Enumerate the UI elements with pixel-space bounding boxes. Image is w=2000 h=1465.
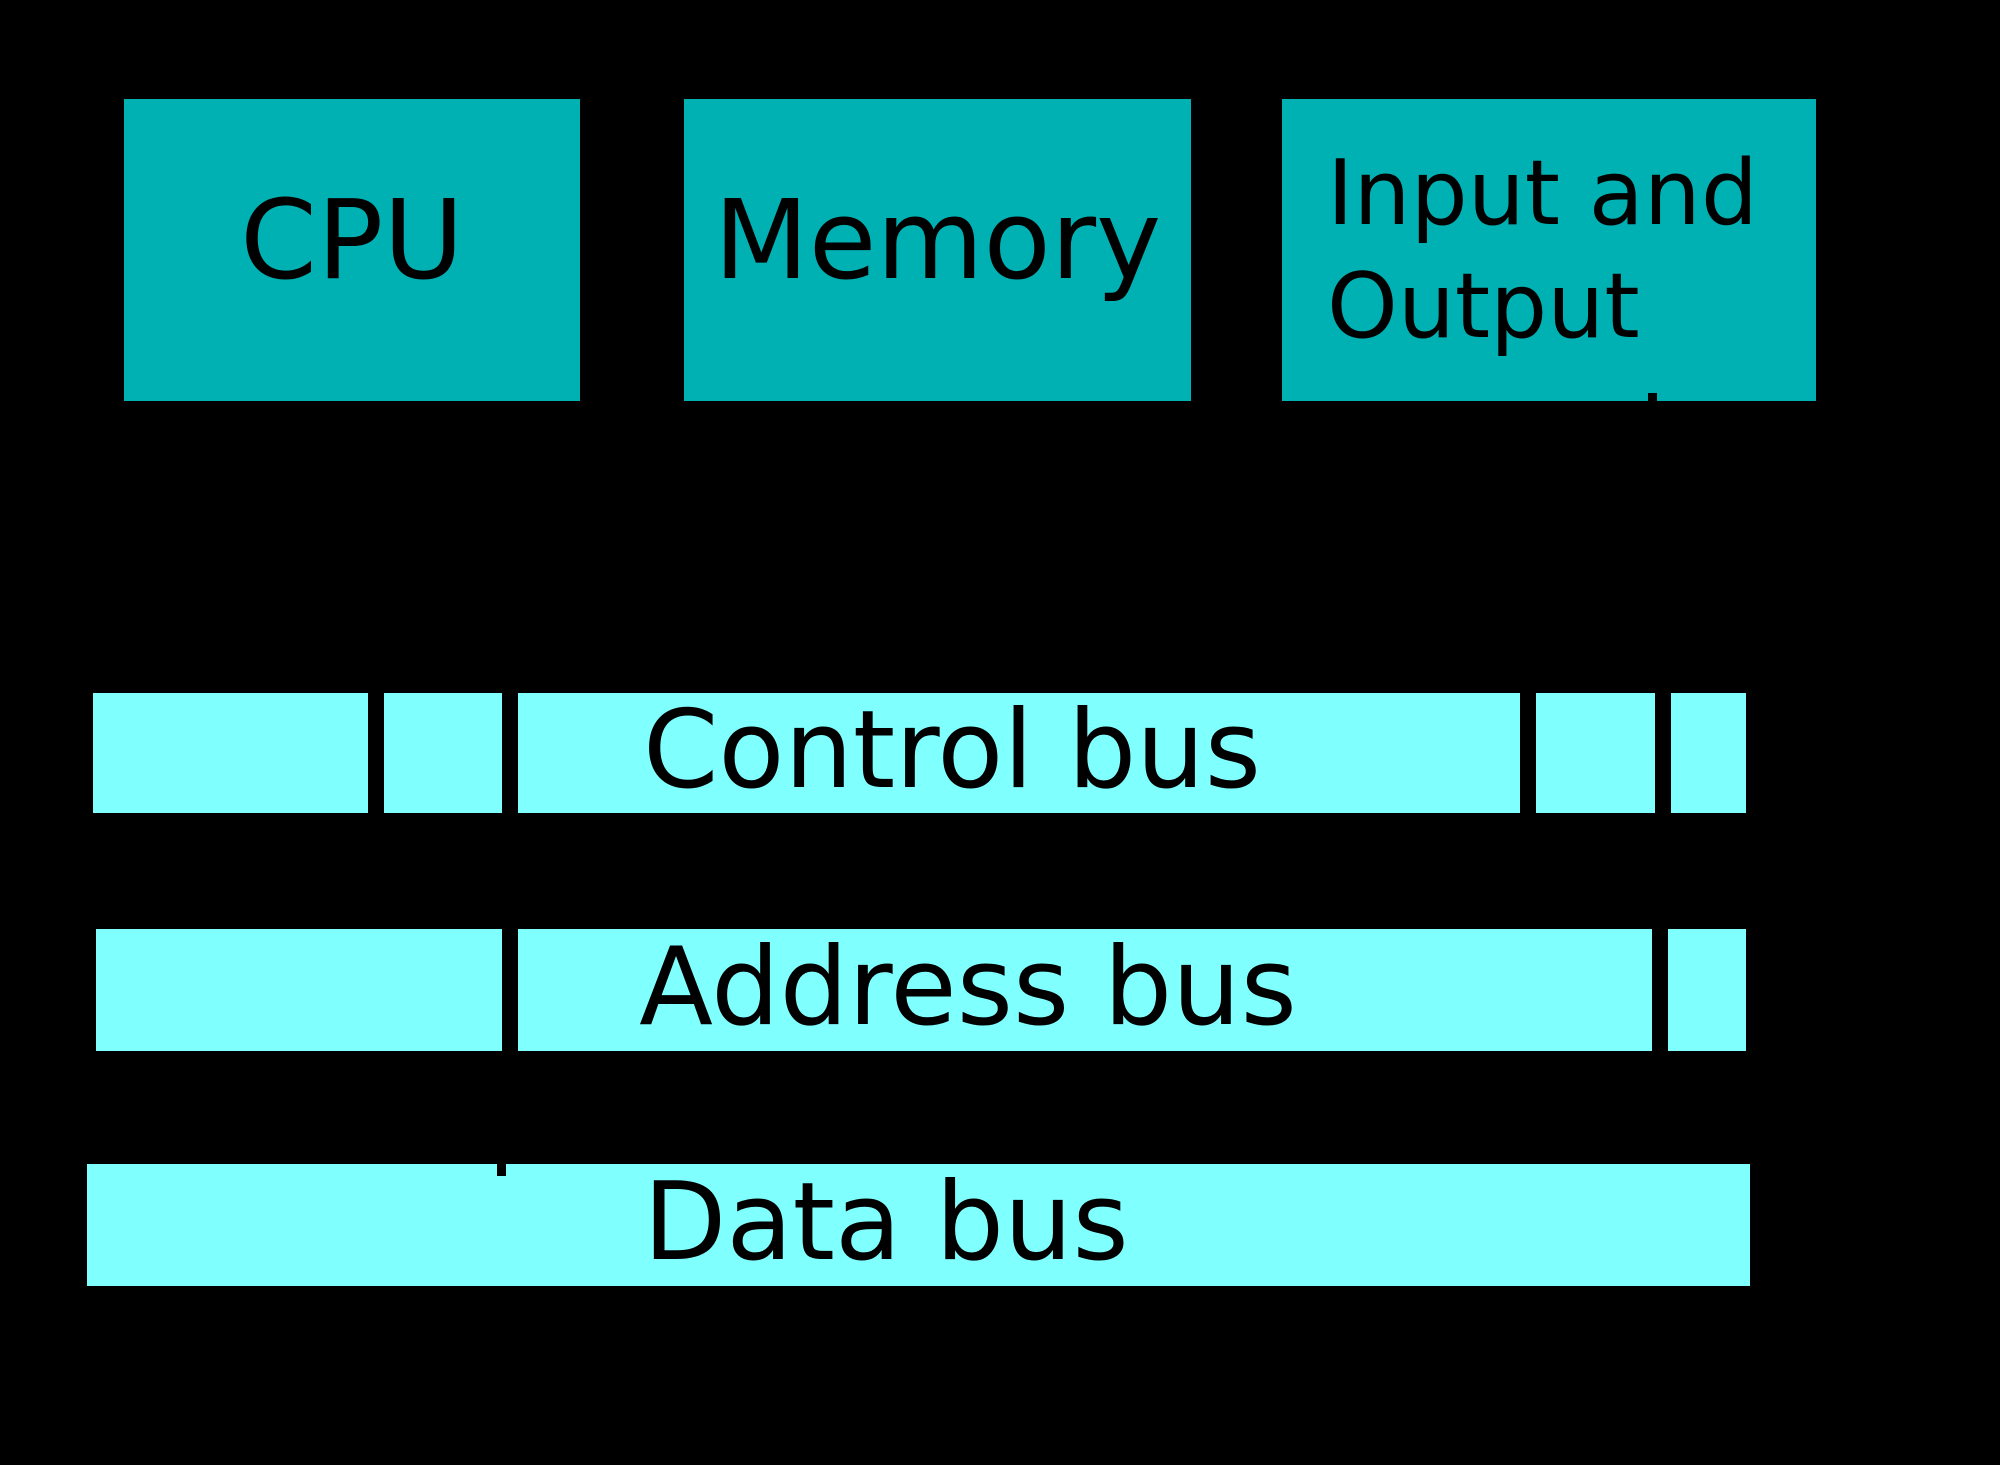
control-bus-segment [518, 693, 1520, 813]
control-bus-segment [1671, 693, 1746, 813]
address-bus-segment [518, 929, 1652, 1051]
cpu-box: CPU [124, 99, 580, 401]
memory-box: Memory [684, 99, 1191, 401]
control-bus-segment [1536, 693, 1655, 813]
input-output-label-line1: Input and [1327, 141, 1758, 246]
input-output-label: Input and Output [1327, 137, 1758, 363]
input-output-box: Input and Output [1282, 99, 1816, 401]
address-bus-segment [96, 929, 502, 1051]
control-bus-bar: Control bus [0, 688, 2000, 813]
control-bus-segment [384, 693, 502, 813]
address-bus-segment [1668, 929, 1746, 1051]
control-bus-label: Control bus [643, 688, 1261, 813]
memory-label: Memory [713, 176, 1162, 304]
input-output-label-line2: Output [1327, 254, 1640, 359]
address-bus-bar: Address bus [0, 925, 2000, 1051]
data-bus-label: Data bus [643, 1160, 1129, 1285]
arrow-tip-mark [1648, 393, 1657, 402]
address-bus-label: Address bus [639, 925, 1297, 1050]
cpu-label: CPU [240, 176, 464, 304]
arrow-tip-mark [497, 1164, 506, 1176]
data-bus-segment [87, 1164, 1750, 1286]
control-bus-segment [93, 693, 368, 813]
data-bus-bar: Data bus [0, 1160, 2000, 1286]
